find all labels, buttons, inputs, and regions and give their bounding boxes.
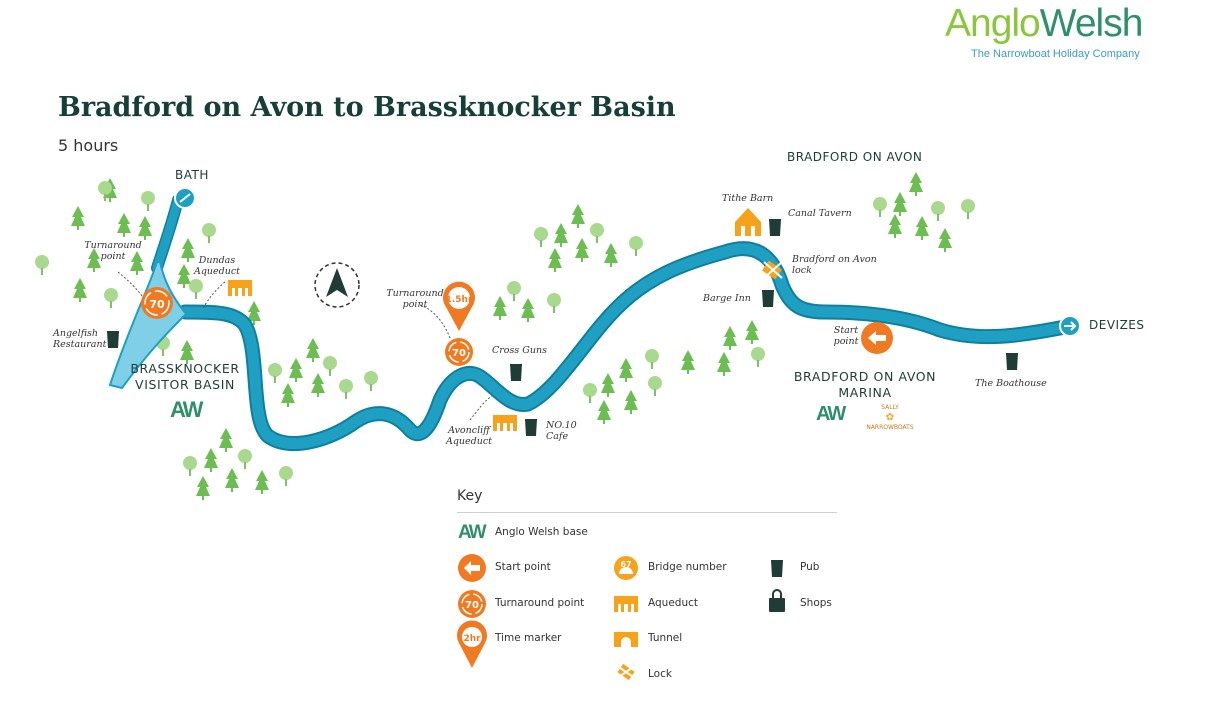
label-boathouse: The Boathouse: [975, 378, 1047, 389]
key-lock-icon: [615, 663, 637, 681]
logo-welsh-text: Welsh: [1039, 2, 1144, 45]
key-turnaround-number: 70: [465, 600, 479, 611]
key-bridge-number: 67: [620, 560, 631, 569]
compass-north-icon: [314, 262, 360, 308]
key-label-tunnel: Tunnel: [648, 632, 683, 644]
label-no10-2: Cafe: [546, 431, 569, 442]
logo-tagline: The Narrowboat Holiday Company: [971, 48, 1140, 60]
aw-base-logo-marina: AW: [816, 403, 846, 425]
label-avoncliff-2: Aqueduct: [445, 436, 493, 447]
key-shops-icon: [769, 589, 785, 612]
label-canal-tavern: Canal Tavern: [788, 208, 852, 219]
turnaround-point-left: [141, 287, 173, 319]
label-turnaround-left-1: Turnaround: [84, 240, 142, 251]
bridge-number-left: 70: [149, 298, 165, 311]
aw-base-logo-brassknocker: AW: [170, 397, 203, 422]
key-time-marker-icon: [457, 620, 487, 668]
label-angelfish: Angelfish Restaurant: [53, 328, 106, 350]
label-no10-cafe: NO.10 Cafe: [546, 420, 577, 442]
angelfish-pub-icon: [107, 331, 119, 348]
key-label-aqueduct: Aqueduct: [648, 597, 698, 609]
place-marina-line2: MARINA: [838, 385, 892, 400]
label-dundas-1: Dundas: [198, 255, 236, 266]
key-aw-base-icon: AW: [458, 522, 487, 543]
key-divider: [457, 512, 837, 513]
label-turnaround-mid-1: Turnaround: [386, 288, 444, 299]
label-turnaround-mid-2: point: [402, 299, 428, 310]
key-bridge-icon: [614, 556, 638, 580]
devizes-marker: [1059, 315, 1081, 337]
key-turnaround-icon: [458, 590, 486, 618]
barge-inn-pub-icon: [762, 290, 774, 307]
tithe-barn-icon: [735, 208, 761, 236]
label-start-2: point: [833, 336, 859, 347]
place-brassknocker-line2: VISITOR BASIN: [135, 377, 235, 392]
place-bath: BATH: [175, 168, 209, 182]
place-marina: BRADFORD ON AVON MARINA: [790, 369, 940, 401]
key-label-base: Anglo Welsh base: [495, 526, 588, 538]
page-title: Bradford on Avon to Brassknocker Basin: [58, 92, 676, 123]
label-angelfish-1: Angelfish: [53, 328, 99, 339]
label-start-1: Start: [833, 325, 859, 336]
key-label-time: Time marker: [495, 632, 562, 644]
place-marina-line1: BRADFORD ON AVON: [793, 369, 937, 384]
key-aqueduct-icon: [614, 596, 638, 612]
label-avoncliff-1: Avoncliff: [448, 425, 490, 436]
woodland-mid-left: [268, 338, 378, 407]
boathouse-pub-icon: [1006, 353, 1018, 370]
label-dundas-2: Aqueduct: [193, 266, 241, 277]
sally-line2: NARROWBOATS: [866, 424, 914, 431]
bradford-lock-icon: [762, 260, 783, 280]
label-cross-guns: Cross Guns: [492, 345, 548, 356]
label-bradford-lock: Bradford on Avon lock: [792, 254, 877, 276]
label-angelfish-2: Restaurant: [53, 339, 107, 350]
woodland-right: [873, 172, 975, 252]
dundas-aqueduct-icon: [228, 280, 252, 296]
key-label-lock: Lock: [648, 668, 672, 680]
sally-emblem-icon: ✿: [885, 412, 895, 423]
sally-narrowboats-logo: SALLY ✿ NARROWBOATS: [863, 403, 917, 433]
logo-anglo-text: Anglo: [945, 2, 1041, 45]
key-label-turnaround: Turnaround point: [495, 597, 585, 609]
bath-marker: [174, 187, 196, 209]
key-label-shops: Shops: [800, 597, 832, 609]
key-tunnel-icon: [614, 632, 638, 647]
label-turnaround-left-2: point: [100, 251, 126, 262]
label-dundas-aqueduct: Dundas Aqueduct: [192, 255, 242, 277]
sally-line1: SALLY: [881, 404, 899, 411]
route-duration: 5 hours: [58, 136, 119, 155]
place-bradford-on-avon: BRADFORD ON AVON: [787, 150, 923, 164]
label-bradford-lock-2: lock: [792, 265, 812, 276]
label-turnaround-mid: Turnaround point: [385, 288, 445, 310]
key-pub-icon: [771, 560, 783, 577]
label-avoncliff-aqueduct: Avoncliff Aqueduct: [441, 425, 497, 447]
bridge-number-mid: 70: [452, 348, 466, 359]
no10-cafe-pub-icon: [525, 419, 537, 436]
label-bradford-lock-1: Bradford on Avon: [792, 254, 877, 265]
key-time-marker-text: 2hr: [463, 634, 481, 644]
key-start-icon: [458, 554, 486, 582]
place-brassknocker-line1: BRASSKNOCKER: [130, 361, 240, 376]
label-tithe-barn: Tithe Barn: [722, 193, 774, 204]
canal-tavern-pub-icon: [769, 219, 781, 236]
cross-guns-pub-icon: [510, 364, 522, 381]
turnaround-point-mid: [445, 338, 473, 366]
time-marker-pin: [443, 281, 475, 331]
key-label-bridge: Bridge number: [648, 561, 727, 573]
key-label-start: Start point: [495, 561, 551, 573]
key-label-pub: Pub: [800, 561, 820, 573]
key-title: Key: [457, 488, 483, 504]
time-marker-label: 1.5hr: [446, 295, 473, 305]
label-no10-1: NO.10: [546, 420, 577, 431]
start-point-icon: [861, 322, 893, 354]
label-barge-inn: Barge Inn: [703, 293, 751, 304]
place-devizes: DEVIZES: [1089, 318, 1145, 332]
anglo-welsh-logo: AngloWelsh: [945, 2, 1144, 46]
label-turnaround-left: Turnaround point: [78, 240, 148, 262]
woodland-centre-south: [583, 320, 765, 424]
label-start-point: Start point: [826, 325, 866, 347]
place-brassknocker: BRASSKNOCKER VISITOR BASIN: [130, 361, 240, 393]
